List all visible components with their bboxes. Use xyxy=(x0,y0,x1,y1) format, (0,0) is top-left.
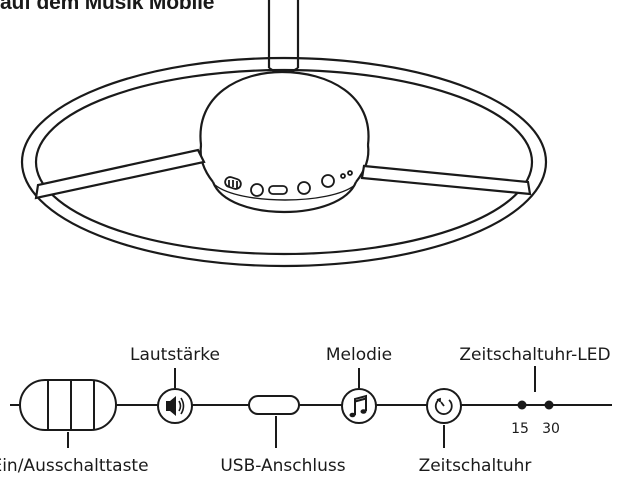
timer-icon xyxy=(434,397,453,415)
power-button xyxy=(19,379,117,431)
label-led-30: 30 xyxy=(542,421,560,437)
label-volume: Lautstärke xyxy=(130,345,220,365)
music-note-icon xyxy=(349,394,367,418)
mobile-ring xyxy=(20,56,548,268)
label-power: Ein/Ausschalttaste xyxy=(0,456,149,476)
speaker-icon xyxy=(166,396,185,416)
melody-button xyxy=(341,388,377,424)
label-melody: Melodie xyxy=(326,345,392,365)
led-30-dot xyxy=(544,400,554,410)
control-strip xyxy=(10,366,612,448)
label-timer-led: Zeitschaltuhr-LED xyxy=(459,345,610,365)
label-timer: Zeitschaltuhr xyxy=(419,456,532,476)
page-title: auf dem Musik Mobile xyxy=(0,0,215,14)
label-usb: USB-Anschluss xyxy=(220,456,345,476)
spoke-left xyxy=(34,148,206,200)
sphere-buttons xyxy=(224,170,353,197)
mobile-illustration xyxy=(20,0,548,268)
speaker-sphere xyxy=(199,70,370,146)
spoke-right xyxy=(360,164,532,196)
label-led-15: 15 xyxy=(511,421,529,437)
usb-port xyxy=(248,395,300,415)
led-15-dot xyxy=(517,400,527,410)
